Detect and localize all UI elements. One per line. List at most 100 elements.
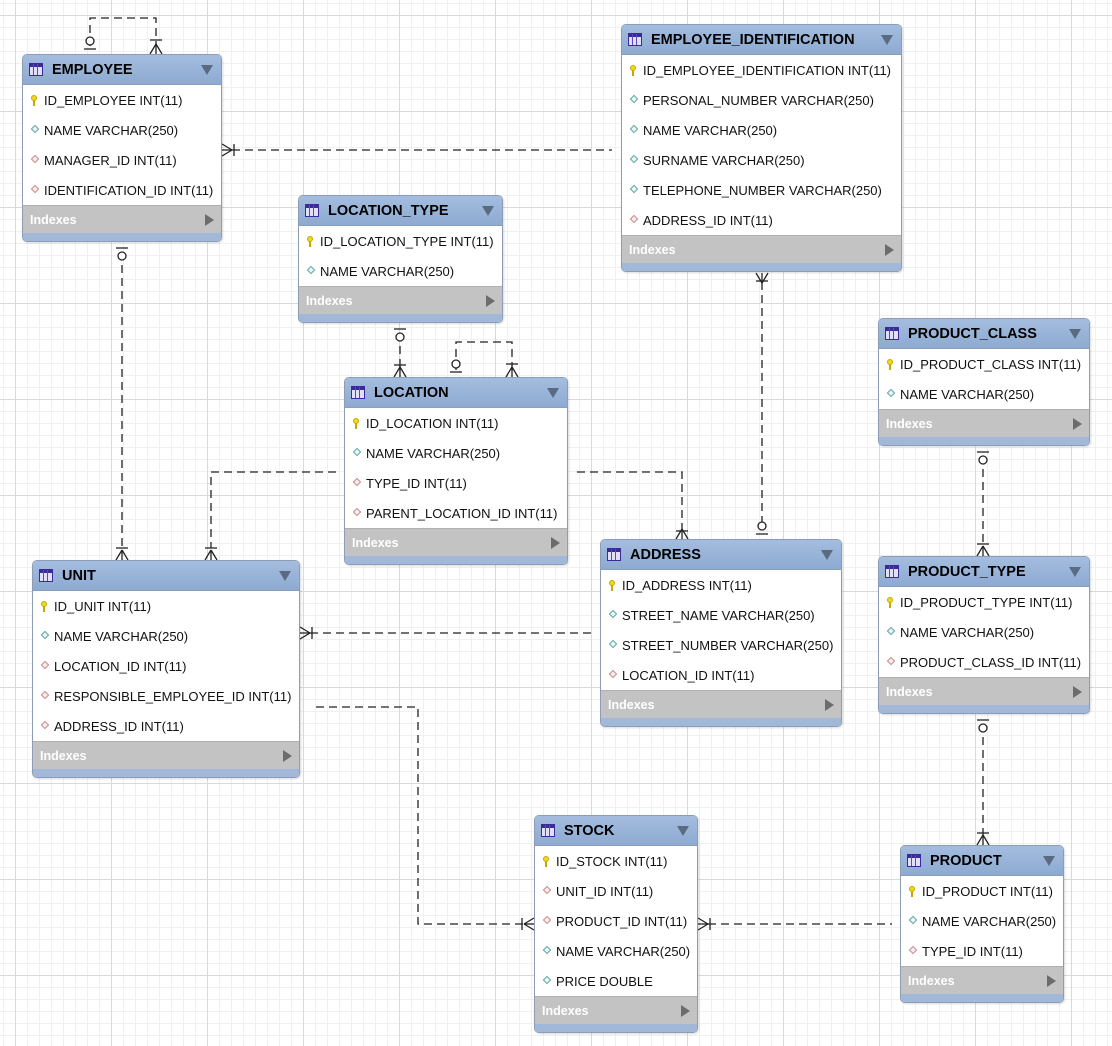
column-row[interactable]: ID_EMPLOYEE_IDENTIFICATION INT(11) — [622, 55, 901, 85]
table-location[interactable]: LOCATION ID_LOCATION INT(11)NAME VARCHAR… — [344, 377, 568, 565]
chevron-down-icon[interactable] — [482, 205, 494, 216]
table-header[interactable]: EMPLOYEE_IDENTIFICATION — [622, 25, 901, 55]
table-footer — [901, 994, 1063, 1002]
column-text: ID_ADDRESS INT(11) — [622, 577, 752, 593]
table-title: ADDRESS — [630, 546, 701, 563]
column-row[interactable]: LOCATION_ID INT(11) — [33, 651, 299, 681]
column-row[interactable]: ADDRESS_ID INT(11) — [622, 205, 901, 235]
chevron-down-icon[interactable] — [279, 570, 291, 581]
column-row[interactable]: TYPE_ID INT(11) — [345, 468, 567, 498]
column-row[interactable]: NAME VARCHAR(250) — [901, 906, 1063, 936]
column-row[interactable]: ID_LOCATION INT(11) — [345, 408, 567, 438]
table-product-type[interactable]: PRODUCT_TYPE ID_PRODUCT_TYPE INT(11)NAME… — [878, 556, 1090, 714]
diamond-fk-icon — [30, 185, 40, 195]
indexes-section[interactable]: Indexes — [535, 996, 697, 1024]
chevron-down-icon[interactable] — [821, 549, 833, 560]
column-row[interactable]: NAME VARCHAR(250) — [622, 115, 901, 145]
chevron-down-icon[interactable] — [547, 387, 559, 398]
table-header[interactable]: PRODUCT_TYPE — [879, 557, 1089, 587]
chevron-down-icon[interactable] — [201, 64, 213, 75]
table-employee-identification[interactable]: EMPLOYEE_IDENTIFICATION ID_EMPLOYEE_IDEN… — [621, 24, 902, 272]
crows-foot-mark — [299, 632, 311, 640]
column-row[interactable]: ID_ADDRESS INT(11) — [601, 570, 841, 600]
chevron-down-icon[interactable] — [1069, 566, 1081, 577]
chevron-right-icon[interactable] — [283, 749, 292, 762]
column-text: RESPONSIBLE_EMPLOYEE_ID INT(11) — [54, 688, 292, 704]
column-row[interactable]: STREET_NAME VARCHAR(250) — [601, 600, 841, 630]
column-row[interactable]: NAME VARCHAR(250) — [879, 379, 1089, 409]
chevron-right-icon[interactable] — [1047, 974, 1056, 987]
chevron-right-icon[interactable] — [825, 698, 834, 711]
table-product[interactable]: PRODUCT ID_PRODUCT INT(11)NAME VARCHAR(2… — [900, 845, 1064, 1003]
table-stock[interactable]: STOCK ID_STOCK INT(11)UNIT_ID INT(11)PRO… — [534, 815, 698, 1033]
column-row[interactable]: RESPONSIBLE_EMPLOYEE_ID INT(11) — [33, 681, 299, 711]
column-row[interactable]: ID_UNIT INT(11) — [33, 591, 299, 621]
chevron-down-icon[interactable] — [881, 34, 893, 45]
column-row[interactable]: UNIT_ID INT(11) — [535, 876, 697, 906]
column-row[interactable]: LOCATION_ID INT(11) — [601, 660, 841, 690]
column-row[interactable]: NAME VARCHAR(250) — [23, 115, 221, 145]
table-unit[interactable]: UNIT ID_UNIT INT(11)NAME VARCHAR(250)LOC… — [32, 560, 300, 778]
indexes-section[interactable]: Indexes — [601, 690, 841, 718]
chevron-down-icon[interactable] — [1043, 855, 1055, 866]
table-employee[interactable]: EMPLOYEE ID_EMPLOYEE INT(11)NAME VARCHAR… — [22, 54, 222, 242]
column-row[interactable]: ID_PRODUCT INT(11) — [901, 876, 1063, 906]
table-header[interactable]: UNIT — [33, 561, 299, 591]
table-header[interactable]: STOCK — [535, 816, 697, 846]
table-location-type[interactable]: LOCATION_TYPE ID_LOCATION_TYPE INT(11)NA… — [298, 195, 503, 323]
table-header[interactable]: PRODUCT_CLASS — [879, 319, 1089, 349]
table-header[interactable]: PRODUCT — [901, 846, 1063, 876]
column-row[interactable]: PRODUCT_ID INT(11) — [535, 906, 697, 936]
column-row[interactable]: TELEPHONE_NUMBER VARCHAR(250) — [622, 175, 901, 205]
column-row[interactable]: NAME VARCHAR(250) — [535, 936, 697, 966]
column-row[interactable]: IDENTIFICATION_ID INT(11) — [23, 175, 221, 205]
chevron-down-icon[interactable] — [1069, 328, 1081, 339]
chevron-right-icon[interactable] — [1073, 417, 1082, 430]
column-row[interactable]: ID_PRODUCT_TYPE INT(11) — [879, 587, 1089, 617]
table-header[interactable]: ADDRESS — [601, 540, 841, 570]
column-row[interactable]: ID_PRODUCT_CLASS INT(11) — [879, 349, 1089, 379]
column-row[interactable]: MANAGER_ID INT(11) — [23, 145, 221, 175]
diamond-icon — [30, 125, 40, 135]
diamond-icon — [629, 95, 639, 105]
column-row[interactable]: ID_EMPLOYEE INT(11) — [23, 85, 221, 115]
chevron-right-icon[interactable] — [486, 294, 495, 307]
table-header[interactable]: EMPLOYEE — [23, 55, 221, 85]
column-row[interactable]: PARENT_LOCATION_ID INT(11) — [345, 498, 567, 528]
optional-circle-mark — [117, 251, 127, 261]
crows-foot-mark — [121, 549, 129, 561]
column-row[interactable]: PRICE DOUBLE — [535, 966, 697, 996]
indexes-section[interactable]: Indexes — [299, 286, 502, 314]
table-header[interactable]: LOCATION_TYPE — [299, 196, 502, 226]
column-row[interactable]: NAME VARCHAR(250) — [345, 438, 567, 468]
column-row[interactable]: PRODUCT_CLASS_ID INT(11) — [879, 647, 1089, 677]
chevron-right-icon[interactable] — [551, 536, 560, 549]
indexes-section[interactable]: Indexes — [622, 235, 901, 263]
chevron-right-icon[interactable] — [1073, 685, 1082, 698]
column-text: SURNAME VARCHAR(250) — [643, 152, 805, 168]
indexes-section[interactable]: Indexes — [345, 528, 567, 556]
chevron-right-icon[interactable] — [681, 1004, 690, 1017]
indexes-section[interactable]: Indexes — [33, 741, 299, 769]
indexes-section[interactable]: Indexes — [901, 966, 1063, 994]
chevron-right-icon[interactable] — [205, 213, 214, 226]
column-row[interactable]: SURNAME VARCHAR(250) — [622, 145, 901, 175]
chevron-down-icon[interactable] — [677, 825, 689, 836]
column-row[interactable]: ADDRESS_ID INT(11) — [33, 711, 299, 741]
column-row[interactable]: ID_STOCK INT(11) — [535, 846, 697, 876]
indexes-section[interactable]: Indexes — [23, 205, 221, 233]
column-row[interactable]: ID_LOCATION_TYPE INT(11) — [299, 226, 502, 256]
column-row[interactable]: NAME VARCHAR(250) — [879, 617, 1089, 647]
chevron-right-icon[interactable] — [885, 243, 894, 256]
table-header[interactable]: LOCATION — [345, 378, 567, 408]
diamond-icon — [886, 389, 896, 399]
column-row[interactable]: PERSONAL_NUMBER VARCHAR(250) — [622, 85, 901, 115]
table-address[interactable]: ADDRESS ID_ADDRESS INT(11) STREET_NAME VA… — [600, 539, 842, 727]
column-row[interactable]: STREET_NUMBER VARCHAR(250) — [601, 630, 841, 660]
indexes-section[interactable]: Indexes — [879, 409, 1089, 437]
column-row[interactable]: NAME VARCHAR(250) — [299, 256, 502, 286]
column-row[interactable]: TYPE_ID INT(11) — [901, 936, 1063, 966]
table-product-class[interactable]: PRODUCT_CLASS ID_PRODUCT_CLASS INT(11)NA… — [878, 318, 1090, 446]
column-row[interactable]: NAME VARCHAR(250) — [33, 621, 299, 651]
indexes-section[interactable]: Indexes — [879, 677, 1089, 705]
